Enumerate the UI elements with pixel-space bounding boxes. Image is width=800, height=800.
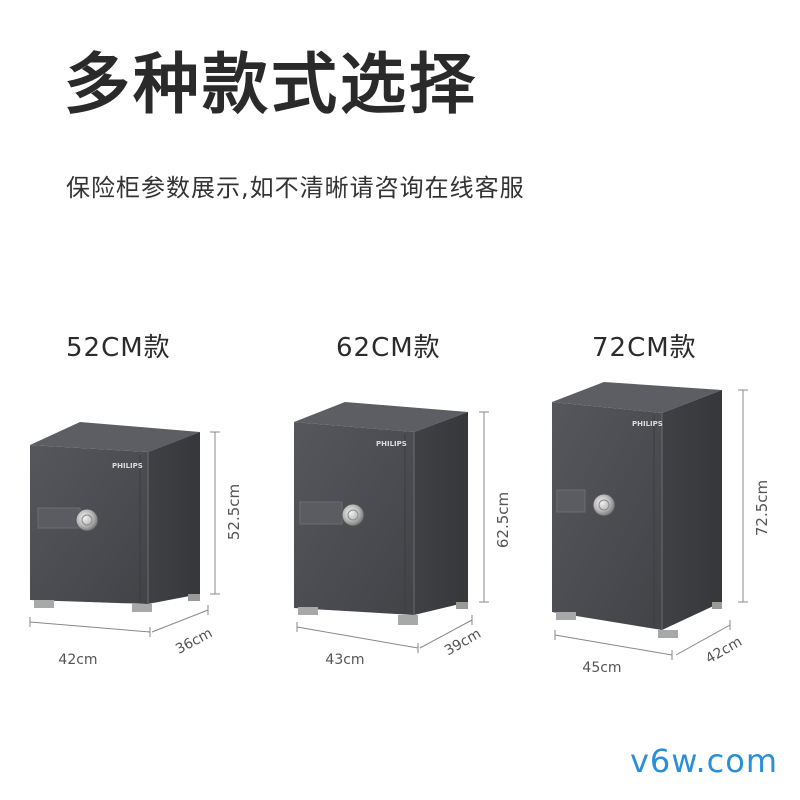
watermark: v6w.com (629, 742, 778, 780)
foot (556, 612, 576, 620)
dial-knob (75, 508, 99, 532)
foot (398, 615, 418, 625)
foot (34, 600, 54, 608)
height-label-72: 72.5cm (753, 480, 771, 536)
keypad (37, 507, 81, 529)
safe-side (662, 390, 722, 630)
safe-side (148, 432, 200, 604)
brand-logo: PHILIPS (112, 462, 143, 470)
dial-knob (341, 503, 365, 527)
keypad (299, 501, 343, 525)
safe-52 (30, 422, 200, 612)
safe-side (414, 412, 468, 615)
safe-top (294, 402, 468, 432)
brand-logo: PHILIPS (632, 420, 663, 428)
dimension-lines-52 (29, 431, 220, 637)
foot (298, 607, 318, 615)
height-label-52: 52.5cm (225, 484, 243, 540)
depth-label-52: 36cm (173, 625, 215, 658)
safe-72 (552, 382, 722, 638)
foot (132, 604, 152, 612)
height-label-62: 62.5cm (494, 492, 512, 548)
keypad (556, 489, 586, 513)
foot (658, 630, 678, 638)
dimension-lines-62 (296, 411, 489, 653)
width-label-62: 43cm (325, 652, 364, 668)
foot (456, 602, 468, 609)
dial-knob (592, 493, 616, 517)
safe-top (552, 382, 722, 413)
foot (712, 602, 722, 609)
foot (188, 594, 200, 601)
depth-label-62: 39cm (442, 626, 484, 659)
depth-label-72: 42cm (703, 634, 745, 667)
brand-logo: PHILIPS (376, 440, 407, 448)
safe-62 (294, 402, 468, 625)
model-label-72: 72CM款 (592, 333, 697, 363)
width-label-52: 42cm (58, 652, 97, 668)
safe-top (30, 422, 200, 452)
model-label-62: 62CM款 (336, 333, 441, 363)
dimension-lines-72 (554, 389, 748, 660)
width-label-72: 45cm (582, 660, 621, 676)
model-label-52: 52CM款 (66, 333, 171, 363)
page-title: 多种款式选择 (64, 46, 478, 123)
page-subtitle: 保险柜参数展示,如不清晰请咨询在线客服 (66, 174, 525, 202)
